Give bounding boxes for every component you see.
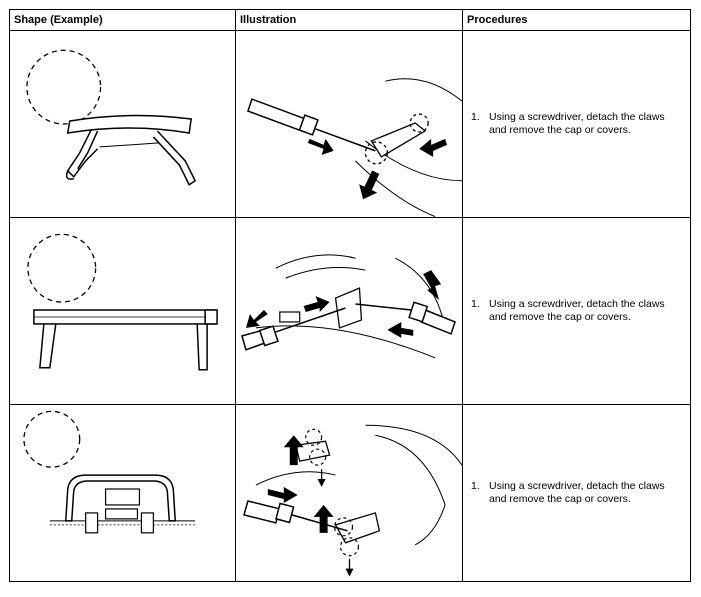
direction-arrow-icon xyxy=(283,435,304,466)
screwdriver-illustration xyxy=(241,254,456,359)
procedure-table: Shape (Example) Illustration Procedures xyxy=(9,9,691,582)
dashed-circle-icon xyxy=(305,428,323,446)
step-text: Using a screwdriver, detach the claws an… xyxy=(489,111,665,136)
dashed-circle-icon xyxy=(364,141,388,165)
step-text: Using a screwdriver, detach the claws an… xyxy=(489,480,665,505)
direction-arrow-icon xyxy=(359,170,380,200)
cap-shape-drawing xyxy=(27,233,218,371)
screwdriver-icon xyxy=(247,98,376,152)
screwdriver-icon xyxy=(241,307,346,351)
table-row: 1. Using a screwdriver, detach the claws… xyxy=(9,30,691,218)
step-number: 1. xyxy=(471,298,480,310)
table-header-row: Shape (Example) Illustration Procedures xyxy=(9,9,691,31)
direction-arrow-icon xyxy=(387,321,414,338)
procedure-step: 1. Using a screwdriver, detach the claws… xyxy=(463,111,690,137)
step-number: 1. xyxy=(471,480,480,492)
screwdriver-illustration xyxy=(243,424,462,577)
step-number: 1. xyxy=(471,111,480,123)
table-row: 1. Using a screwdriver, detach the claws… xyxy=(9,217,691,405)
procedure-step: 1. Using a screwdriver, detach the claws… xyxy=(463,480,690,506)
procedure-cell: 1. Using a screwdriver, detach the claws… xyxy=(462,217,691,405)
dashed-circle-icon xyxy=(26,49,102,125)
direction-arrow-icon xyxy=(245,310,268,328)
direction-arrow-icon xyxy=(307,138,334,155)
table-row: 1. Using a screwdriver, detach the claws… xyxy=(9,404,691,582)
procedure-cell: 1. Using a screwdriver, detach the claws… xyxy=(462,404,691,582)
illustration-cell xyxy=(235,30,463,218)
header-shape: Shape (Example) xyxy=(9,9,236,31)
shape-cell xyxy=(9,404,236,582)
shape-cell xyxy=(9,30,236,218)
screwdriver-illustration xyxy=(247,78,462,217)
dashed-circle-icon xyxy=(27,233,97,303)
procedure-step: 1. Using a screwdriver, detach the claws… xyxy=(463,298,690,324)
step-text: Using a screwdriver, detach the claws an… xyxy=(489,298,665,323)
shape-cell xyxy=(9,217,236,405)
dashed-circle-icon xyxy=(333,517,354,537)
direction-arrow-icon xyxy=(419,138,448,157)
dashed-circle-icon xyxy=(339,537,360,557)
clip-shape-drawing xyxy=(26,49,197,186)
dashed-circle-icon xyxy=(409,113,429,133)
direction-arrow-icon xyxy=(313,504,334,533)
cover-shape-drawing xyxy=(23,410,196,534)
direction-arrow-icon xyxy=(423,270,442,301)
dashed-circle-icon xyxy=(309,448,327,466)
dashed-circle-icon xyxy=(23,410,81,468)
direction-arrow-icon xyxy=(267,487,298,503)
direction-arrow-icon xyxy=(303,296,330,312)
screwdriver-icon xyxy=(355,301,456,335)
screwdriver-icon xyxy=(243,500,348,532)
header-procedures: Procedures xyxy=(462,9,691,31)
illustration-cell xyxy=(235,217,463,405)
header-illustration: Illustration xyxy=(235,9,463,31)
illustration-cell xyxy=(235,404,463,582)
procedure-cell: 1. Using a screwdriver, detach the claws… xyxy=(462,30,691,218)
